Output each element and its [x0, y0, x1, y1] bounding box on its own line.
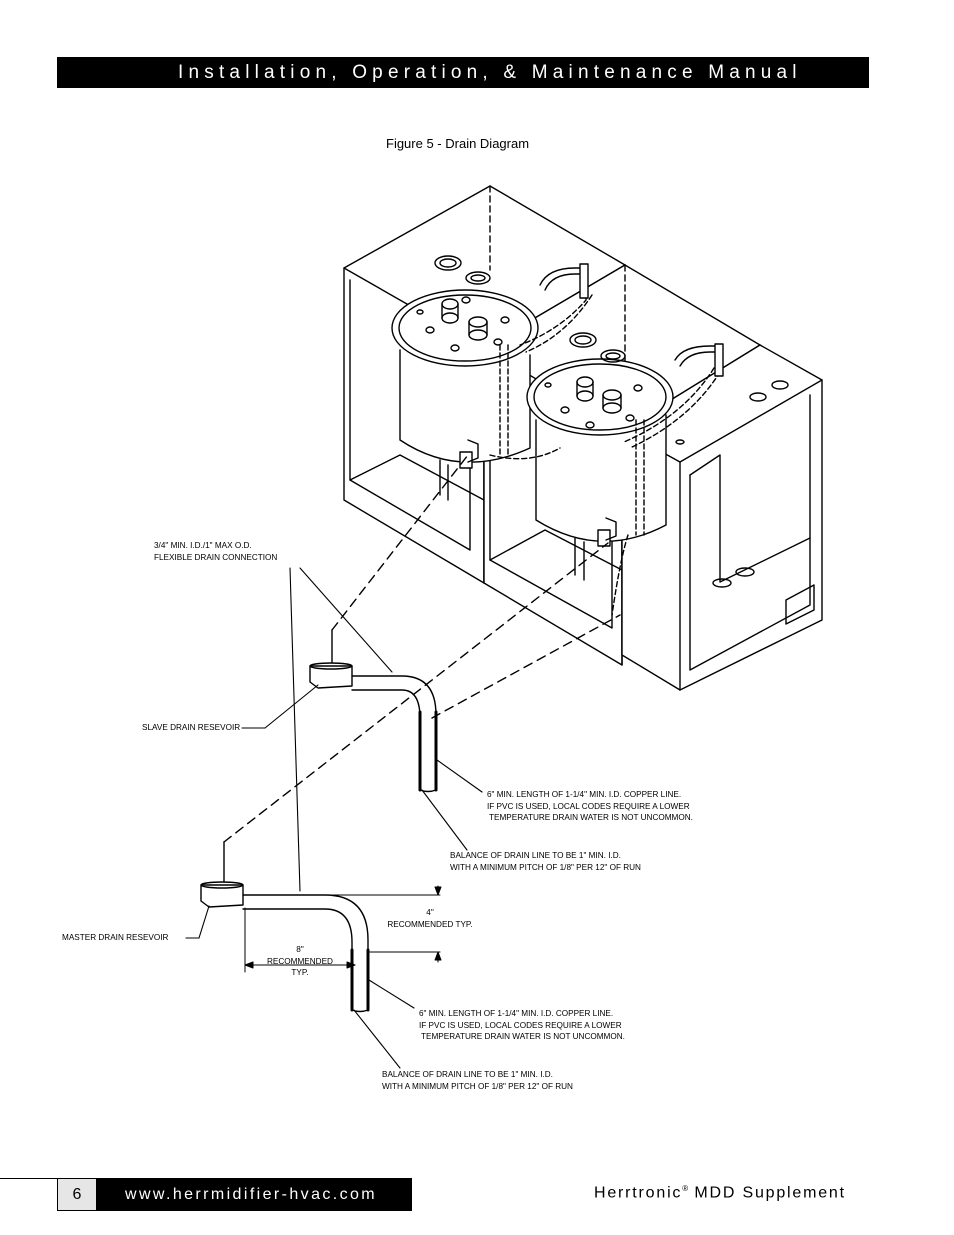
drain-leaders	[223, 454, 621, 843]
footer-rule	[0, 1178, 57, 1179]
fill-pipes	[539, 263, 724, 377]
figure-caption: Figure 5 - Drain Diagram	[386, 136, 530, 151]
copper-line-note-upper: 6" MIN. LENGTH OF 1-1/4" MIN. I.D. COPPE…	[487, 790, 693, 822]
flex-connection-label: 3/4" MIN. I.D./1" MAX O.D. FLEXIBLE DRAI…	[154, 541, 278, 562]
website-link[interactable]: www.herrmidifier-hvac.com	[125, 1185, 378, 1203]
side-cabinet	[621, 264, 823, 691]
four-inch-dimension-label: 4" RECOMMENDED TYP.	[387, 908, 473, 929]
dimension-lines	[243, 885, 442, 973]
footer-bar: www.herrmidifier-hvac.com	[97, 1178, 412, 1211]
master-reservoir-label: MASTER DRAIN RESEVOIR	[62, 933, 169, 942]
eight-inch-dimension-label: 8" RECOMMENDED TYP.	[267, 945, 333, 977]
header-bar: Installation, Operation, & Maintenance M…	[57, 57, 869, 88]
supplement-name: MDD Supplement	[694, 1184, 846, 1202]
internal-piping	[489, 289, 721, 616]
slave-reservoir-label: SLAVE DRAIN RESEVOIR	[142, 723, 241, 732]
supplement-title: Herrtronic® MDD Supplement	[594, 1184, 846, 1202]
registered-mark: ®	[682, 1184, 689, 1193]
copper-line-note-lower: 6" MIN. LENGTH OF 1-1/4" MIN. I.D. COPPE…	[419, 1009, 625, 1041]
manual-title: Installation, Operation, & Maintenance M…	[178, 61, 802, 83]
master-tank	[391, 255, 539, 501]
brand-name: Herrtronic	[594, 1184, 683, 1202]
reservoir-pointers	[223, 629, 333, 883]
drain-balance-note-lower: BALANCE OF DRAIN LINE TO BE 1" MIN. I.D.…	[382, 1070, 573, 1091]
page-number: 6	[57, 1178, 97, 1211]
slave-reservoir	[309, 662, 438, 793]
drain-balance-note-upper: BALANCE OF DRAIN LINE TO BE 1" MIN. I.D.…	[450, 851, 641, 872]
label-leaders	[185, 567, 483, 1069]
